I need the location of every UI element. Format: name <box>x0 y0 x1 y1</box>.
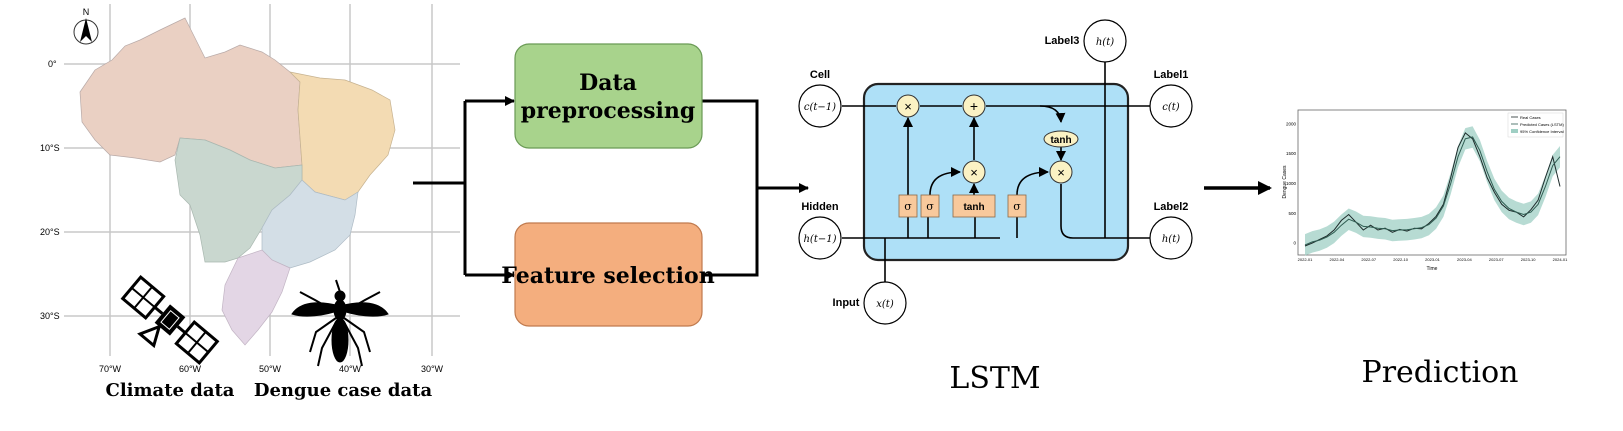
lat-label: 30°S <box>40 311 60 321</box>
hidden-label: Hidden <box>801 201 839 213</box>
prediction-title: Prediction <box>1362 355 1519 390</box>
c-t-symbol: c(t) <box>1162 102 1180 113</box>
legend-entry: Predicted Cases (LSTM) <box>1520 122 1564 127</box>
predicted-cases-line <box>1304 136 1561 246</box>
chart-x-tick-label: 2022-10 <box>1393 257 1408 262</box>
prediction-chart: 0 500 1000 1500 2000 2022-01 2022-04 2022-07 20… <box>1282 109 1568 390</box>
plus-symbol: + <box>970 98 978 114</box>
sigma-label: σ <box>1013 200 1021 213</box>
label2: Label2 <box>1154 201 1189 213</box>
chart-x-tick-label: 2024-01 <box>1553 257 1568 262</box>
times-symbol: × <box>1057 165 1065 180</box>
hidden-top-node: h(t) <box>1083 19 1127 63</box>
lat-label: 10°S <box>40 143 60 153</box>
times-symbol: × <box>904 99 912 114</box>
label1: Label1 <box>1154 69 1189 81</box>
brazil-map-panel: N 0° 10°S 20°S 30°S 70°W 60°W 50°W 40°W … <box>40 4 460 401</box>
chart-x-tick-label: 2023-07 <box>1489 257 1504 262</box>
h-t-symbol: h(t) <box>1162 234 1180 245</box>
lstm-title: LSTM <box>949 361 1040 396</box>
chart-x-tick-label: 2023-04 <box>1457 257 1472 262</box>
lon-label: 40°W <box>339 364 362 374</box>
output-multiply-op: × <box>1049 160 1073 184</box>
x-t-symbol: x(t) <box>876 299 894 310</box>
forget-gate-sigma: σ <box>898 194 918 218</box>
feature-selection-label: Feature selection <box>501 263 714 289</box>
cell-add-op: + <box>962 94 986 118</box>
pipeline-connectors <box>413 96 809 280</box>
candidate-tanh-gate: tanh <box>952 194 996 218</box>
chart-y-tick-label: 0 <box>1293 241 1296 246</box>
h-prev-symbol: h(t−1) <box>803 234 836 245</box>
lat-label: 20°S <box>40 227 60 237</box>
lon-label: 30°W <box>421 364 444 374</box>
chart-x-axis-label: Time <box>1427 266 1438 272</box>
chart-x-tick-label: 2022-07 <box>1361 257 1376 262</box>
label3: Label3 <box>1045 35 1080 47</box>
chart-y-tick-label: 1500 <box>1286 151 1297 156</box>
input-label: Input <box>833 297 860 309</box>
mosquito-icon <box>291 279 389 367</box>
region-northeast <box>288 71 396 201</box>
dengue-case-data-caption: Dengue case data <box>254 380 433 401</box>
data-preprocessing-box: Data preprocessing <box>514 43 703 149</box>
tanh-label: tanh <box>963 202 984 213</box>
region-southeast <box>261 179 359 269</box>
tanh-label: tanh <box>1050 135 1071 146</box>
region-south <box>221 249 291 346</box>
h-t-symbol: h(t) <box>1096 37 1114 48</box>
sigma-label: σ <box>904 200 912 213</box>
chart-legend: Real Cases Predicted Cases (LSTM) 95% Co… <box>1507 112 1564 138</box>
cell-out-node: c(t) <box>1149 84 1193 128</box>
sigma-label: σ <box>926 200 934 213</box>
input-node: x(t) <box>863 281 907 325</box>
cell-prev-node: c(t−1) <box>798 84 842 128</box>
cell-label: Cell <box>810 69 830 81</box>
chart-y-axis-label: Dengue Cases <box>1282 165 1288 199</box>
climate-data-caption: Climate data <box>106 380 235 401</box>
input-multiply-op: × <box>962 160 986 184</box>
times-symbol: × <box>970 165 978 180</box>
forget-multiply-op: × <box>896 94 920 118</box>
legend-entry: 95% Confidence Interval <box>1520 129 1564 134</box>
hidden-out-node: h(t) <box>1149 216 1193 260</box>
data-preprocessing-label-line2: preprocessing <box>521 98 696 124</box>
chart-x-tick-label: 2022-04 <box>1330 257 1345 262</box>
input-gate-sigma: σ <box>920 194 940 218</box>
lon-label: 50°W <box>259 364 282 374</box>
feature-selection-box: Feature selection <box>501 222 715 327</box>
lstm-cell-diagram: × + × × tanh σ σ tanh <box>798 19 1193 396</box>
chart-x-tick-label: 2023-10 <box>1521 257 1536 262</box>
hidden-prev-node: h(t−1) <box>798 216 842 260</box>
north-label: N <box>83 7 90 17</box>
chart-x-tick-label: 2023-01 <box>1425 257 1440 262</box>
chart-y-tick-label: 1000 <box>1286 181 1297 186</box>
output-gate-sigma: σ <box>1007 194 1027 218</box>
north-arrow-icon: N <box>73 7 99 45</box>
data-preprocessing-label-line1: Data <box>579 70 637 96</box>
chart-y-tick-label: 2000 <box>1286 121 1297 126</box>
cell-tanh-op: tanh <box>1043 130 1079 148</box>
lon-label: 60°W <box>179 364 202 374</box>
legend-entry: Real Cases <box>1520 115 1541 120</box>
chart-y-tick-label: 500 <box>1288 211 1296 216</box>
confidence-interval-band <box>1305 126 1560 256</box>
lat-label: 0° <box>48 59 57 69</box>
satellite-icon <box>120 275 220 365</box>
chart-x-tick-label: 2022-01 <box>1298 257 1313 262</box>
lon-label: 70°W <box>99 364 122 374</box>
c-prev-symbol: c(t−1) <box>804 102 836 113</box>
